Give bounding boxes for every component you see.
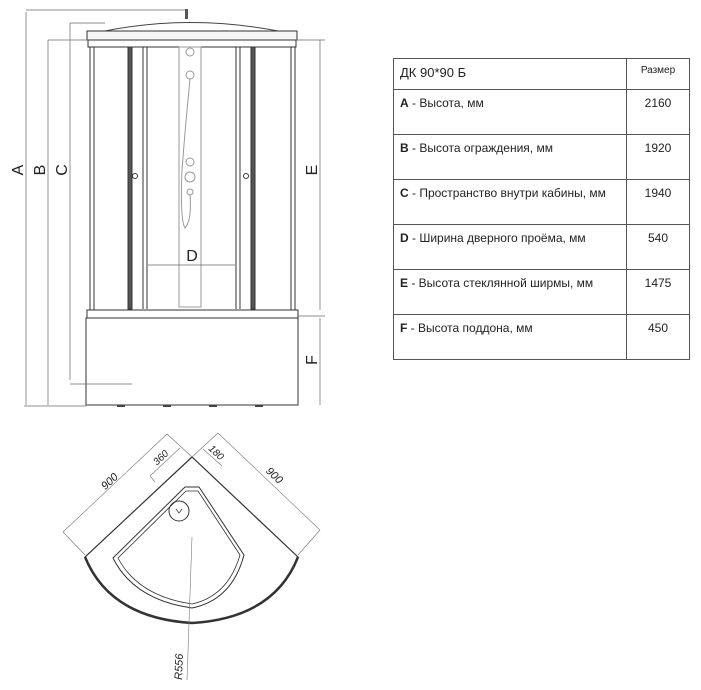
row-value: 450: [626, 314, 690, 360]
dim-label-f: F: [304, 355, 321, 365]
front-view-labels: A B C E F D: [10, 164, 321, 365]
dimensions-table: ДК 90*90 Б Размер A - Высота, мм 2160 B -…: [393, 58, 690, 360]
row-key: D: [400, 231, 409, 245]
drain: [168, 500, 190, 522]
dim-left-900: 900: [99, 471, 121, 493]
dim-label-d: D: [186, 248, 198, 265]
table-row: E - Высота стеклянной ширмы, мм 1475: [393, 269, 690, 315]
plan-view: [62, 432, 321, 681]
table-row: C - Пространство внутри кабины, мм 1940: [393, 179, 690, 225]
door-handle-left: [132, 173, 138, 179]
dim-right-900: 900: [263, 465, 285, 487]
table-row: D - Ширина дверного проёма, мм 540: [393, 224, 690, 270]
table-title: ДК 90*90 Б: [393, 58, 627, 90]
table-header-row: ДК 90*90 Б Размер: [393, 58, 690, 90]
shower-panel: [178, 46, 202, 308]
dim-label-e: E: [304, 165, 321, 176]
row-key: E: [400, 276, 409, 290]
row-key: F: [400, 321, 408, 335]
dim-radius: R556: [173, 653, 186, 681]
row-key: C: [400, 186, 409, 200]
door-handle-right: [243, 173, 249, 179]
door-stile-right: [250, 46, 256, 310]
row-label: - Высота ограждения, мм: [408, 141, 553, 155]
front-view: [24, 9, 325, 407]
table-row: A - Высота, мм 2160: [393, 89, 690, 135]
plan-view-labels: 900 900 360 180 R556: [99, 443, 285, 680]
row-value: 2160: [626, 89, 690, 135]
dim-label-b: B: [32, 165, 49, 176]
tray-feet: [117, 405, 263, 407]
table-row: B - Высота ограждения, мм 1920: [393, 134, 690, 180]
row-label: - Пространство внутри кабины, мм: [408, 186, 606, 200]
row-key: A: [400, 96, 409, 110]
row-label: - Высота, мм: [408, 96, 484, 110]
row-label: - Высота поддона, мм: [407, 321, 533, 335]
row-label: - Высота стеклянной ширмы, мм: [408, 276, 594, 290]
row-label: - Ширина дверного проёма, мм: [408, 231, 586, 245]
size-column-header: Размер: [626, 58, 690, 90]
roof-knob: [185, 9, 188, 19]
row-value: 540: [626, 224, 690, 270]
table-row: F - Высота поддона, мм 450: [393, 314, 690, 360]
row-value: 1475: [626, 269, 690, 315]
row-value: 1920: [626, 134, 690, 180]
door-stile-left: [127, 46, 133, 310]
row-value: 1940: [626, 179, 690, 225]
dim-label-a: A: [10, 164, 27, 175]
dim-180: 180: [206, 443, 226, 463]
row-key: B: [400, 141, 409, 155]
dim-360: 360: [151, 448, 171, 468]
dim-label-c: C: [54, 164, 71, 176]
